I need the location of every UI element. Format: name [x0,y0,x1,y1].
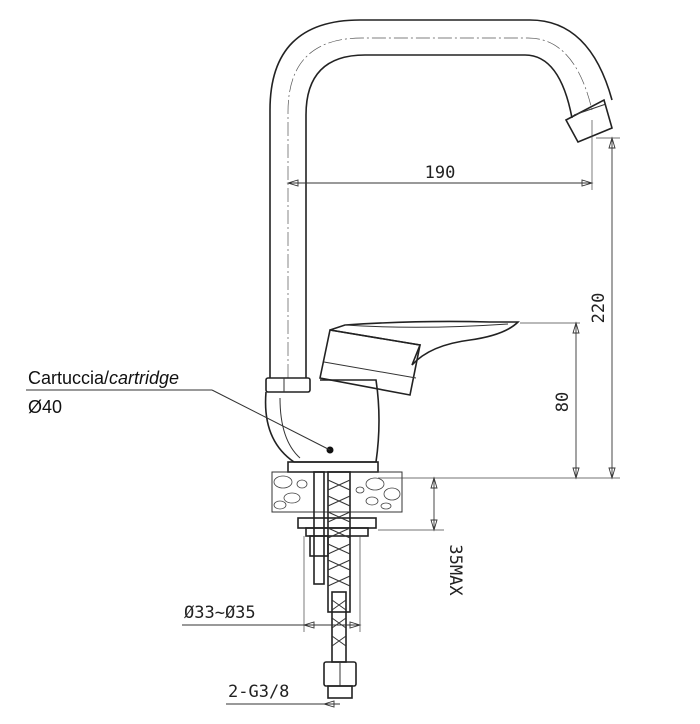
lever-handle [329,320,520,366]
cartridge-callout: Cartuccia/cartridge Ø40 [26,368,331,451]
connection-value: 2-G3/8 [228,682,289,702]
mixer-body [264,320,520,463]
spout-reach-value: 190 [425,163,456,183]
hose-end [327,685,353,699]
threaded-stud [313,471,325,585]
cartridge-label: Cartuccia/cartridge [28,368,179,388]
stone-hatch [273,475,401,510]
fixing-washer [297,517,377,529]
spout [265,19,613,393]
base-plate [287,461,379,473]
aerator [564,98,613,144]
cartridge-cap [319,329,421,396]
hole-diameter-value: Ø33~Ø35 [184,603,256,623]
flexible-hose [323,471,357,699]
dimension-spout-reach: 190 [286,120,594,190]
callout-leader [211,389,331,451]
dimension-connection: 2-G3/8 [226,682,340,708]
dimension-body-height: 80 [520,321,580,480]
spout-collar [265,377,311,393]
deck-mounting [271,461,403,699]
cartridge-diameter-label: Ø40 [28,397,62,417]
deck-thickness-value: 35MAX [445,544,465,596]
body-height-value: 80 [553,392,573,412]
dimension-hole-diameter: Ø33~Ø35 [182,536,362,632]
dimension-total-height: 220 [589,136,620,480]
fixing-nut [305,527,369,537]
dimension-deck-thickness: 35MAX [378,476,465,596]
total-height-value: 220 [589,293,609,324]
stud-nut [309,535,329,557]
